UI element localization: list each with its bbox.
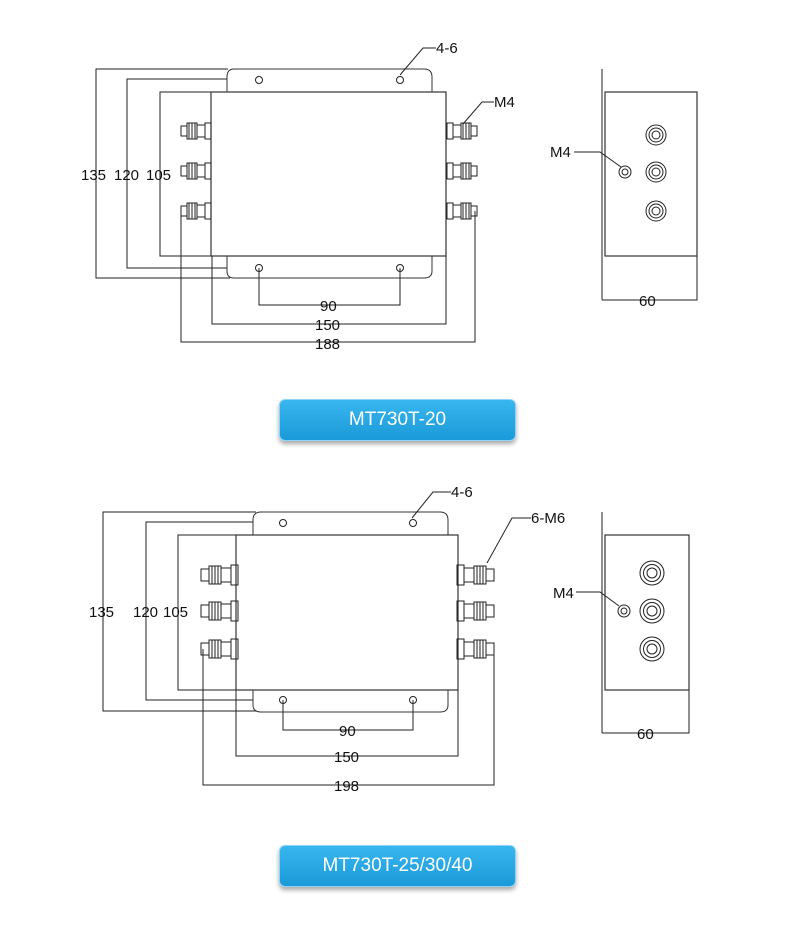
bottom-dim-60: 60: [637, 726, 654, 743]
bottom-label-terminal: 6-M6: [531, 510, 565, 527]
bottom-label-holes: 4-6: [451, 484, 473, 501]
bottom-label-side-terminal: M4: [553, 585, 574, 602]
model-badge-bottom: MT730T-25/30/40: [279, 845, 516, 887]
top-front-view: [95, 47, 494, 343]
top-label-terminal: M4: [494, 94, 515, 111]
bottom-dim-105: 105: [163, 604, 188, 621]
top-dim-105: 105: [146, 167, 171, 184]
top-dim-90: 90: [320, 298, 337, 315]
bottom-dim-90: 90: [339, 723, 356, 740]
top-dim-188: 188: [315, 336, 340, 353]
bottom-dim-150: 150: [334, 749, 359, 766]
model-badge-top: MT730T-20: [279, 399, 516, 441]
top-label-holes: 4-6: [436, 40, 458, 57]
top-label-side-terminal: M4: [550, 144, 571, 161]
top-dim-60: 60: [639, 293, 656, 310]
bottom-side-view: [576, 512, 690, 734]
top-dim-120: 120: [114, 167, 139, 184]
bottom-front-view: [102, 491, 531, 786]
bottom-dim-120: 120: [133, 604, 158, 621]
bottom-dim-135: 135: [89, 604, 114, 621]
bottom-dim-198: 198: [334, 778, 359, 795]
top-side-view: [574, 69, 698, 301]
top-dim-150: 150: [315, 317, 340, 334]
top-dim-135: 135: [81, 167, 106, 184]
